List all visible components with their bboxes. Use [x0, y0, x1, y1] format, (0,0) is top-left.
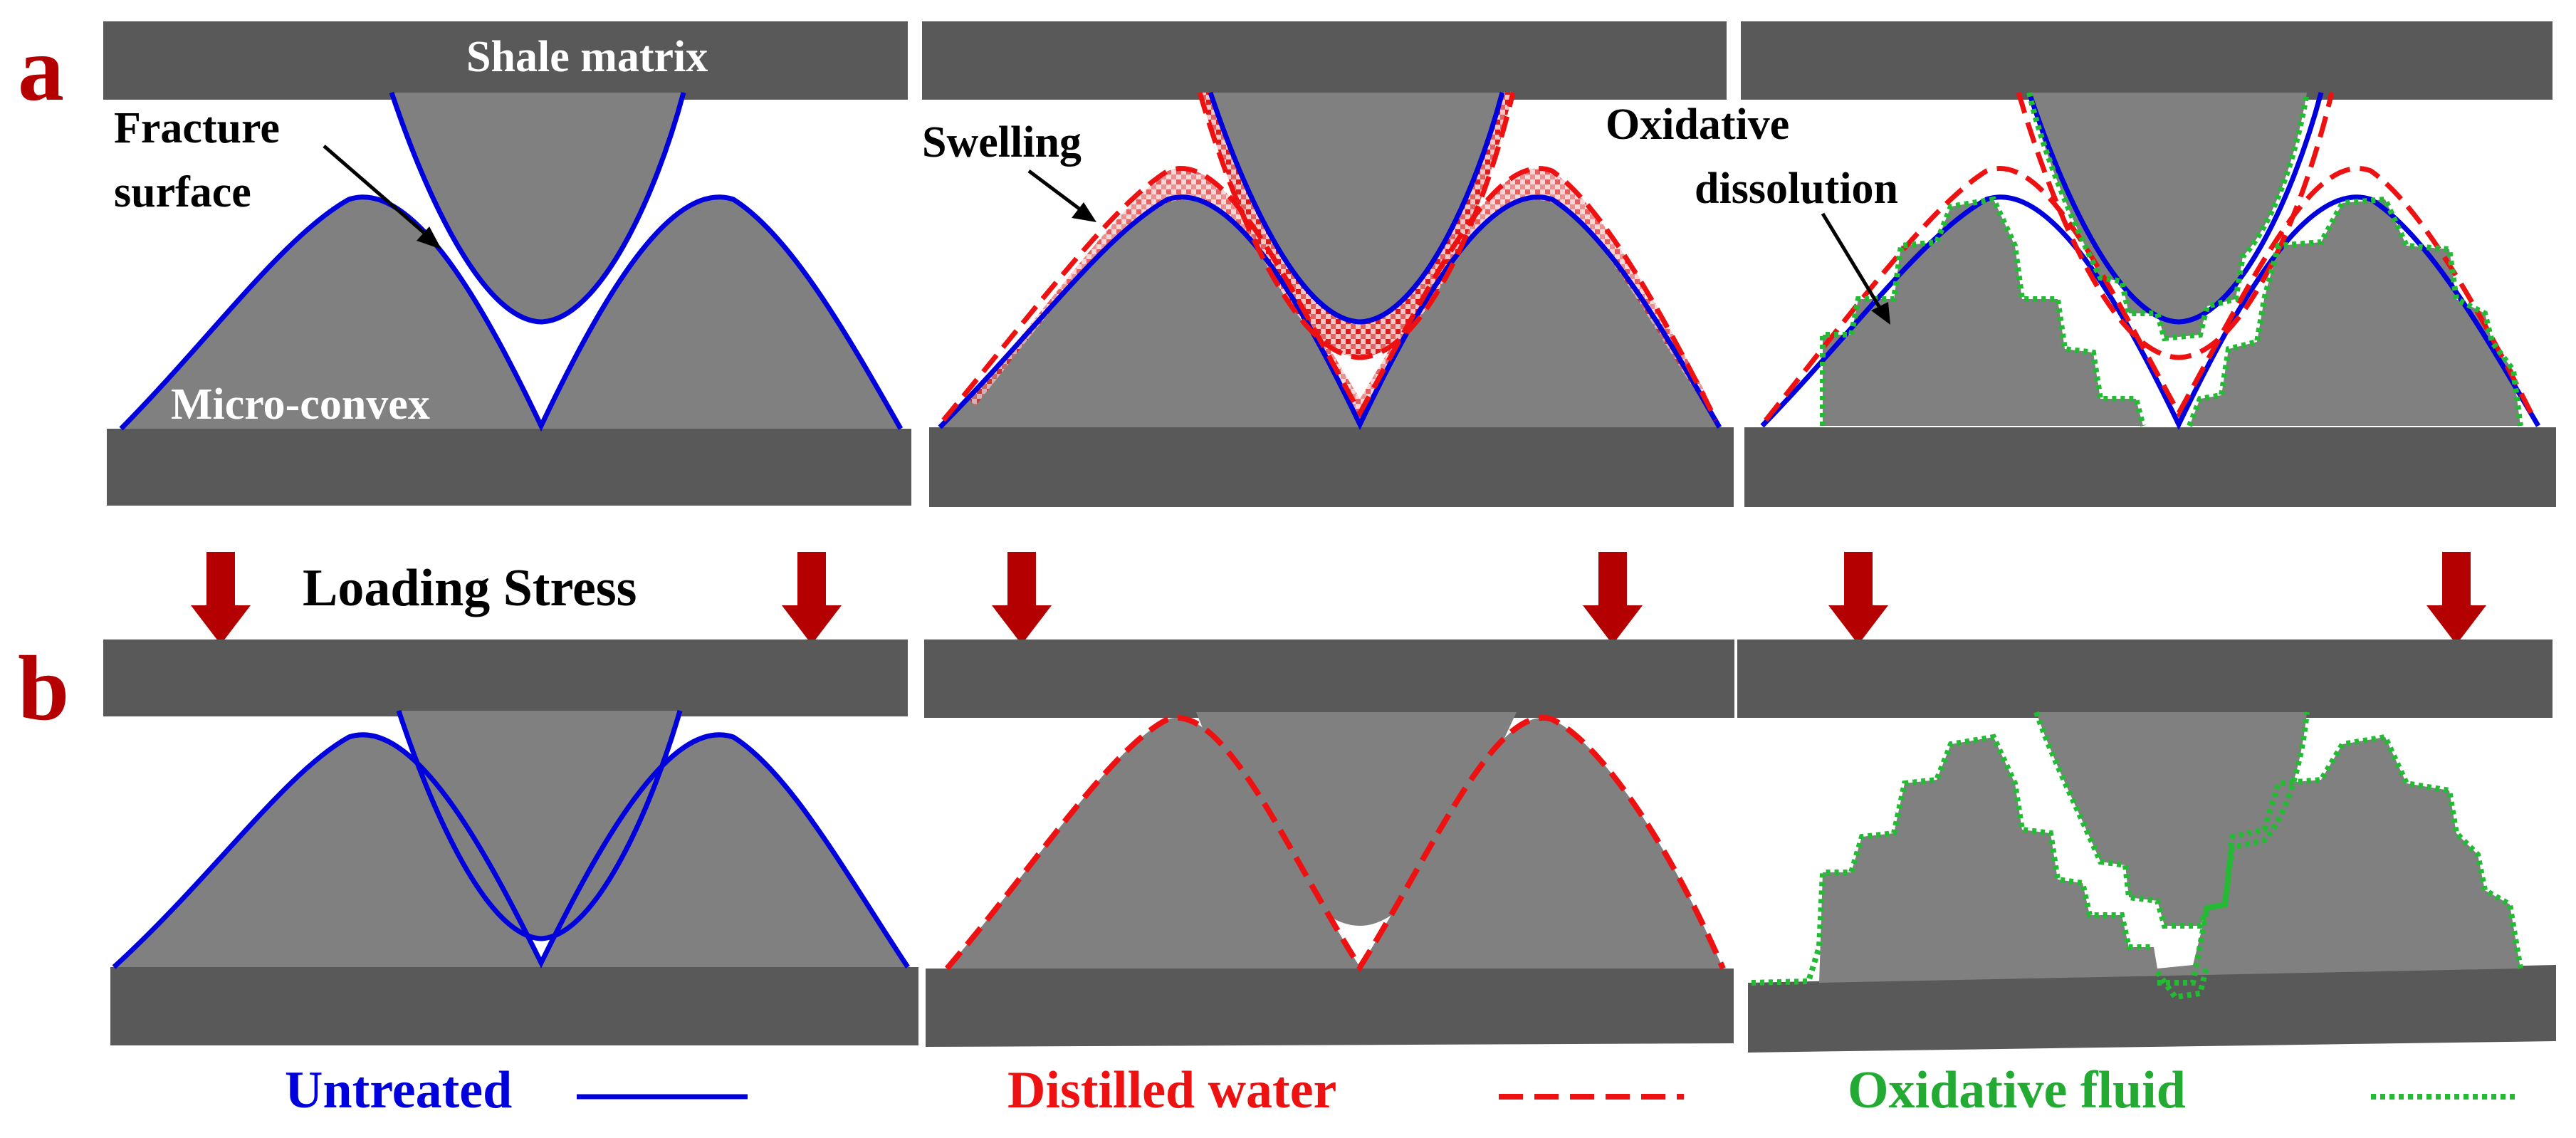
- stress-arrow: [191, 552, 251, 644]
- panel-a-distilled-water: [938, 91, 1722, 431]
- swelling-pointer: [1027, 169, 1087, 215]
- fracture-surface-label-line2: surface: [114, 168, 251, 216]
- fracture-surface-arrowhead: [417, 226, 441, 249]
- top-slab-a1: [103, 21, 908, 100]
- top-slab-b1: [103, 640, 908, 716]
- panel-letter-b: b: [18, 637, 69, 740]
- panel-b-oxidative-fluid: [1751, 711, 2523, 1001]
- shale-matrix-label: Shale matrix: [466, 33, 708, 81]
- swelling-arrowhead: [1072, 202, 1096, 222]
- panel-letter-a: a: [18, 18, 64, 120]
- loading-stress-arrows: [191, 552, 2486, 644]
- loading-stress-label: Loading Stress: [303, 559, 637, 617]
- panel-a-oxidative-fluid: [1760, 91, 2541, 431]
- legend-label-distilled-water: Distilled water: [1007, 1061, 1336, 1119]
- legend-label-untreated: Untreated: [285, 1061, 512, 1119]
- oxidative-dissolution-label-line1: Oxidative: [1606, 100, 1789, 149]
- bottom-slab-b2: [926, 969, 1734, 1047]
- oxidative-dissolution-arrowhead: [1871, 302, 1890, 325]
- bottom-slab-a3: [1744, 427, 2556, 507]
- stress-arrow: [992, 552, 1052, 644]
- top-slab-a3: [1741, 21, 2553, 100]
- swelling-label: Swelling: [922, 118, 1082, 167]
- legend: Untreated Distilled water Oxidative flui…: [285, 1061, 2517, 1119]
- top-slab-b3: [1737, 640, 2553, 718]
- micro-convex-label: Micro-convex: [171, 380, 430, 429]
- panel-b-untreated: [112, 709, 910, 969]
- bottom-slab-b3: [1748, 965, 2556, 1053]
- top-slab-b2: [924, 640, 1734, 718]
- top-slab-a2: [922, 21, 1727, 100]
- fracture-surface-pointer: [323, 145, 432, 240]
- fracture-surface-label-line1: Fracture: [114, 104, 280, 152]
- panel-a-untreated: [119, 91, 904, 432]
- stress-arrow: [782, 552, 842, 644]
- oxidative-dissolution-label-line2: dissolution: [1695, 165, 1898, 213]
- legend-label-oxidative-fluid: Oxidative fluid: [1848, 1061, 2186, 1119]
- stress-arrow: [1583, 552, 1643, 644]
- bottom-slab-b1: [110, 967, 918, 1045]
- stress-arrow: [1828, 552, 1888, 644]
- panel-b-distilled-water: [944, 712, 1726, 973]
- bottom-slab-a2: [929, 427, 1734, 507]
- oxidative-dissolution-pointer: [1821, 212, 1885, 315]
- bottom-slab-a1: [107, 429, 911, 506]
- stress-arrow: [2426, 552, 2486, 644]
